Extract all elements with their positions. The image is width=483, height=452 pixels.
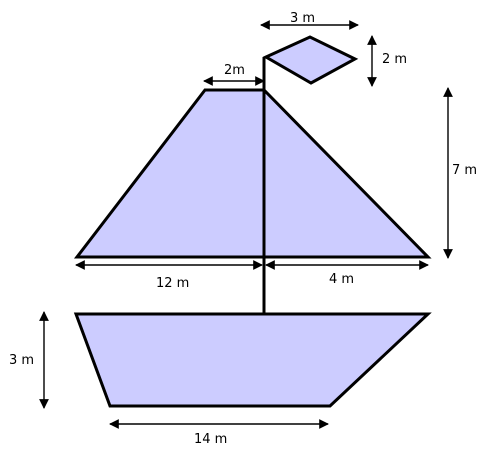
hull-height-label: 3 m xyxy=(9,353,34,368)
flag-shape xyxy=(262,35,359,85)
sail-height-label: 7 m xyxy=(452,163,477,178)
flag-height-label: 2 m xyxy=(382,52,407,67)
sail-shape xyxy=(73,88,432,259)
sail-top-label: 2m xyxy=(224,63,245,78)
flag-width-label: 3 m xyxy=(290,11,315,26)
hull-shape xyxy=(73,312,432,408)
sail-left-base-label: 12 m xyxy=(156,276,189,291)
sail-right-base-label: 4 m xyxy=(329,272,354,287)
hull-base-label: 14 m xyxy=(194,432,227,447)
